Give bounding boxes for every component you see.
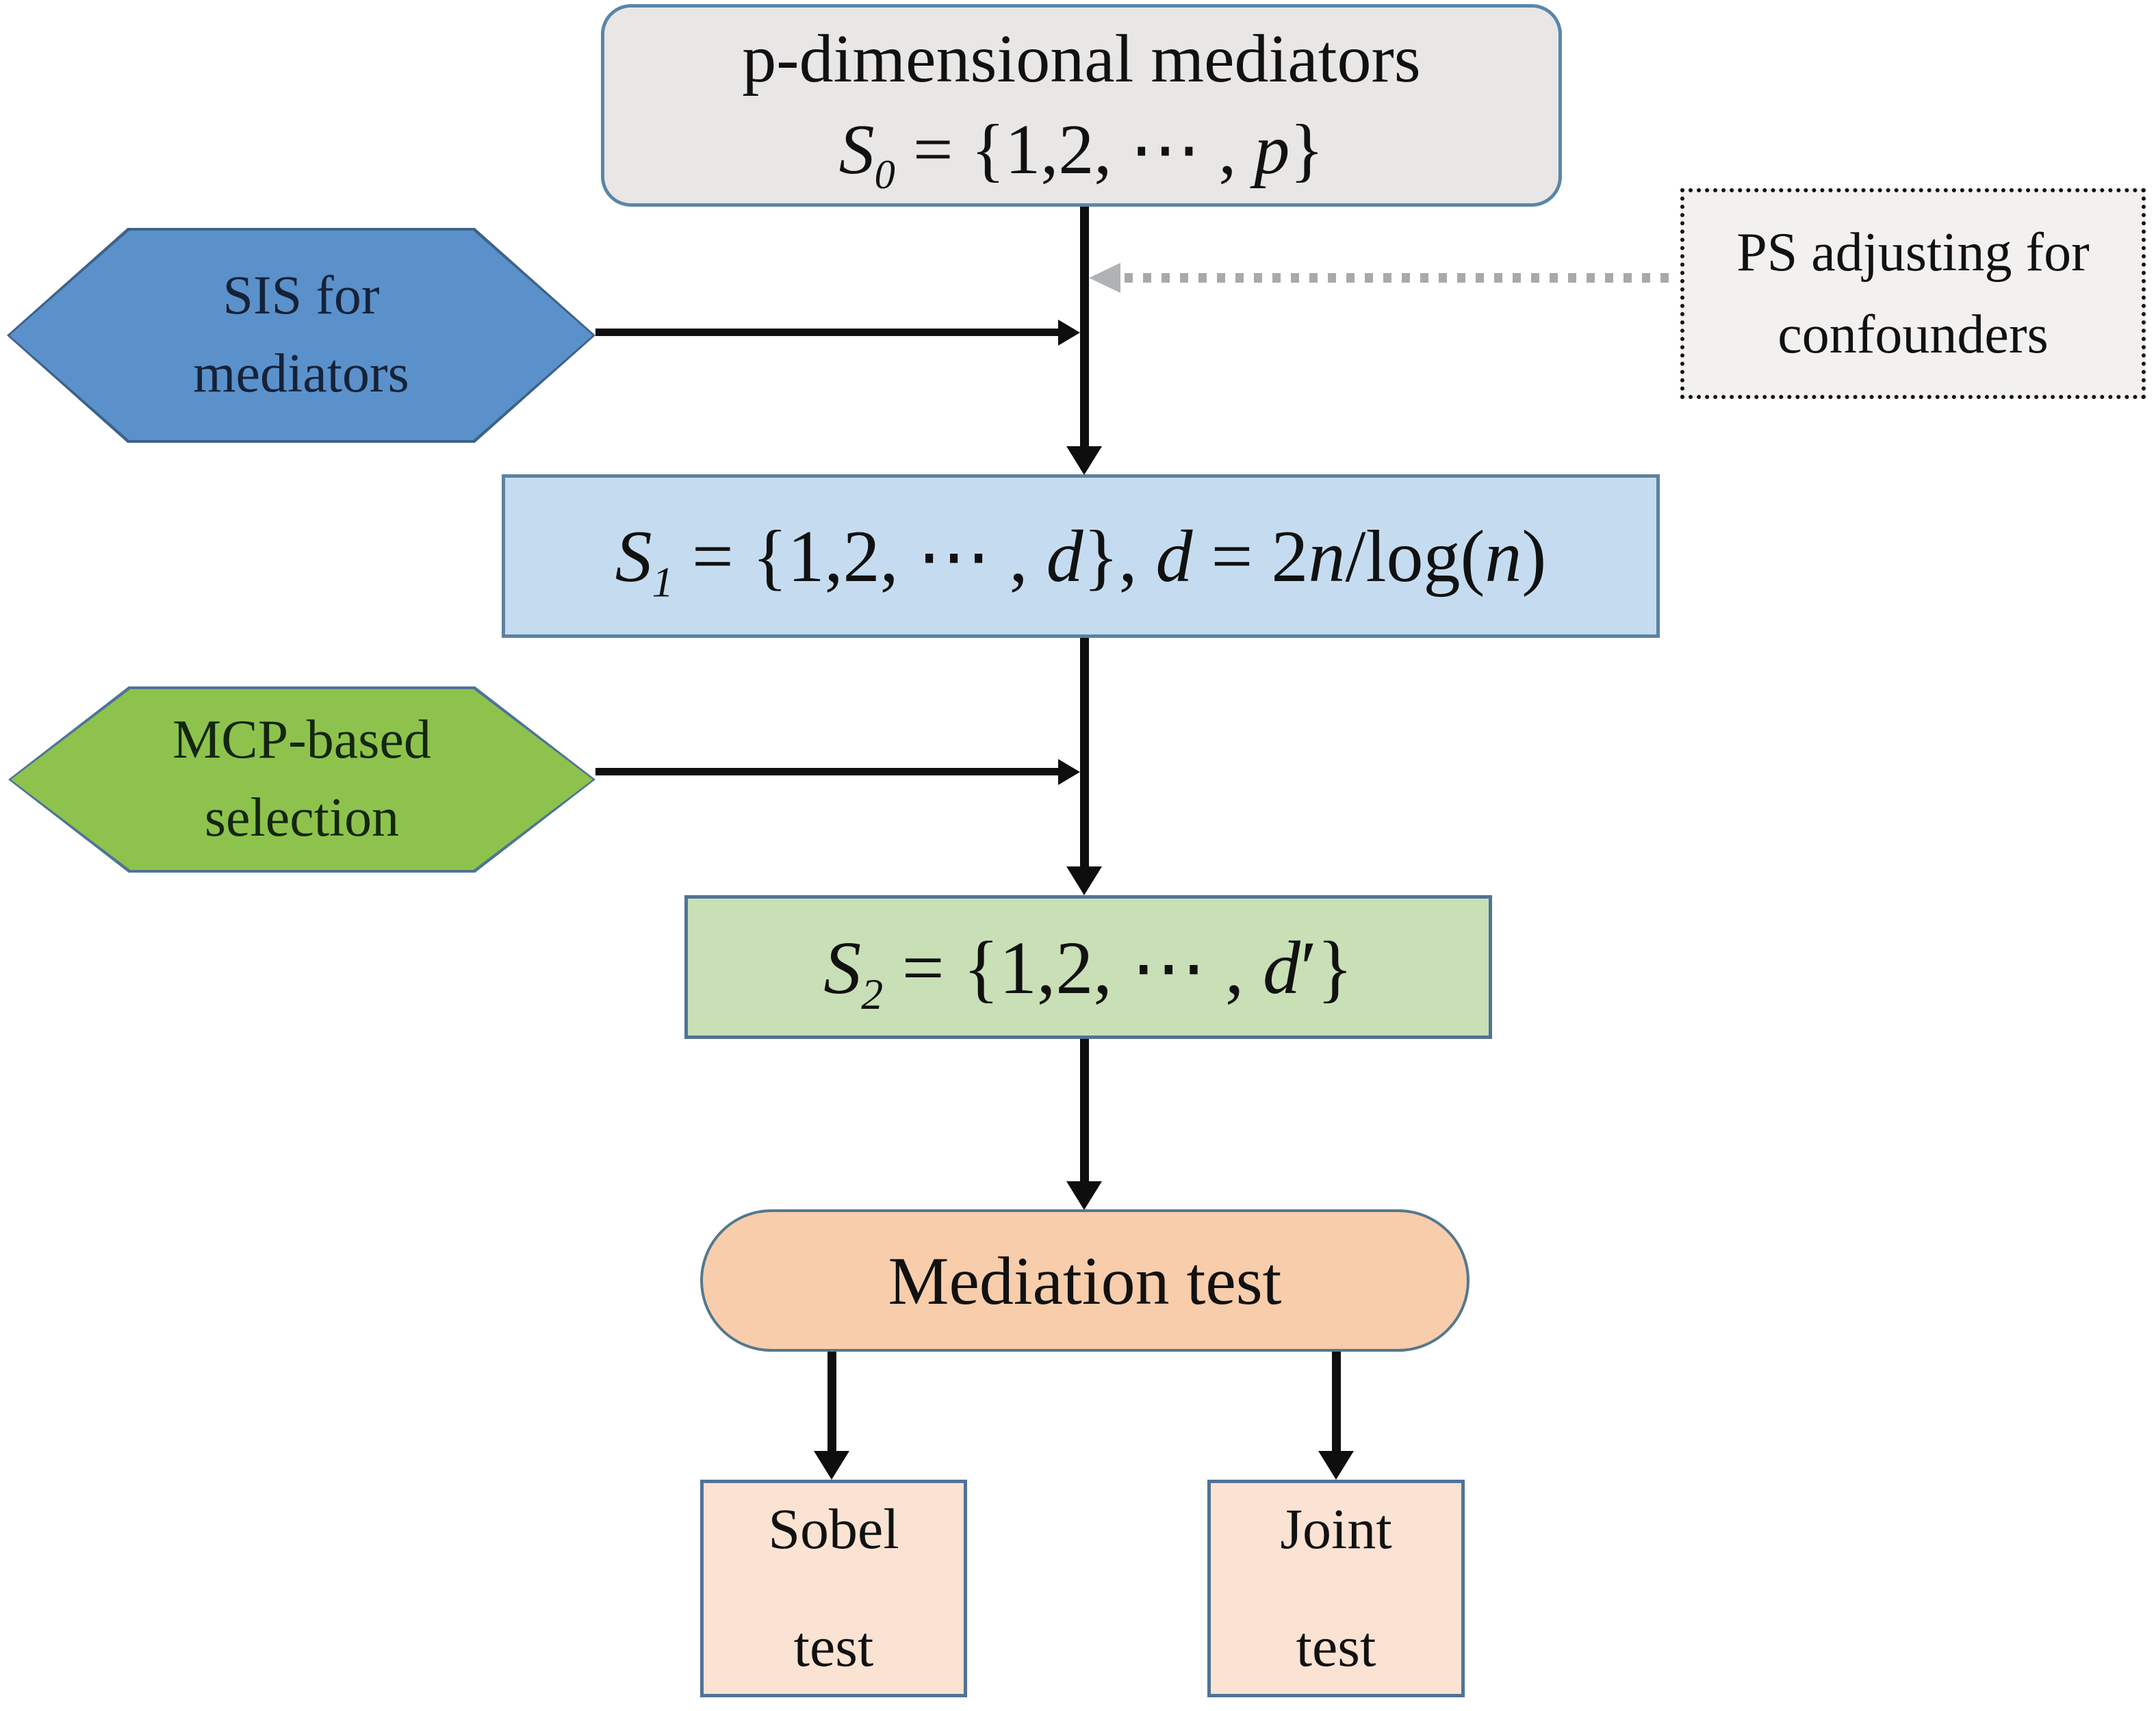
arrow-s1-to-s2 (1080, 638, 1089, 868)
ps-label-line2: confounders (1778, 305, 2049, 365)
arrow-s1-to-s2-head-icon (1066, 866, 1102, 895)
s1-formula: S1 = {1,2, ⋯ , d}, d = 2n/log(n) (615, 515, 1547, 606)
ps-label-line1: PS adjusting for (1736, 222, 2090, 283)
node-mediation-test: Mediation test (700, 1209, 1470, 1352)
joint-label-line2: test (1296, 1615, 1376, 1679)
node-joint-test: Joint test (1207, 1480, 1465, 1697)
arrow-sis-to-line (595, 329, 1061, 336)
p-dimensional-label: p-dimensional mediators (742, 21, 1421, 97)
sobel-label-line2: test (793, 1615, 874, 1679)
arrow-mcp-to-line (595, 768, 1061, 775)
mcp-label-line2: selection (204, 788, 400, 848)
arrow-s2-to-mediation (1080, 1039, 1089, 1183)
sis-label-line1: SIS for (222, 266, 380, 326)
s2-formula: S2 = {1,2, ⋯ , d′} (823, 925, 1353, 1018)
node-s2: S2 = {1,2, ⋯ , d′} (684, 895, 1492, 1039)
node-ps-adjusting-confounders: PS adjusting for confounders (1680, 188, 2146, 399)
sis-label-line2: mediators (193, 344, 409, 404)
joint-label-line1: Joint (1280, 1497, 1392, 1561)
dotted-connector-ps (1125, 273, 1677, 283)
mediation-label: Mediation test (888, 1242, 1282, 1319)
s0-formula: S0 = {1,2, ⋯ , p} (838, 110, 1324, 198)
arrow-s0-to-s1 (1080, 207, 1089, 448)
arrow-mediation-to-joint (1332, 1352, 1341, 1452)
arrow-mediation-to-joint-head-icon (1318, 1451, 1354, 1480)
arrow-s2-to-mediation-head-icon (1066, 1181, 1102, 1210)
arrow-s0-to-s1-head-icon (1066, 446, 1102, 475)
arrow-sis-head-icon (1058, 320, 1080, 346)
mcp-label-line1: MCP-based (172, 710, 431, 771)
node-mcp-based-selection: MCP-based selection (8, 686, 595, 873)
sobel-label-line1: Sobel (768, 1497, 899, 1561)
arrow-mediation-to-sobel (827, 1352, 836, 1452)
arrow-mediation-to-sobel-head-icon (814, 1451, 849, 1480)
node-sobel-test: Sobel test (700, 1480, 967, 1697)
arrow-mcp-head-icon (1058, 759, 1080, 785)
node-sis-for-mediators: SIS for mediators (7, 228, 595, 443)
node-p-dimensional-mediators: p-dimensional mediators S0 = {1,2, ⋯ , p… (601, 4, 1562, 207)
node-s1: S1 = {1,2, ⋯ , d}, d = 2n/log(n) (502, 474, 1660, 638)
dotted-arrowhead-left-icon (1089, 263, 1120, 293)
